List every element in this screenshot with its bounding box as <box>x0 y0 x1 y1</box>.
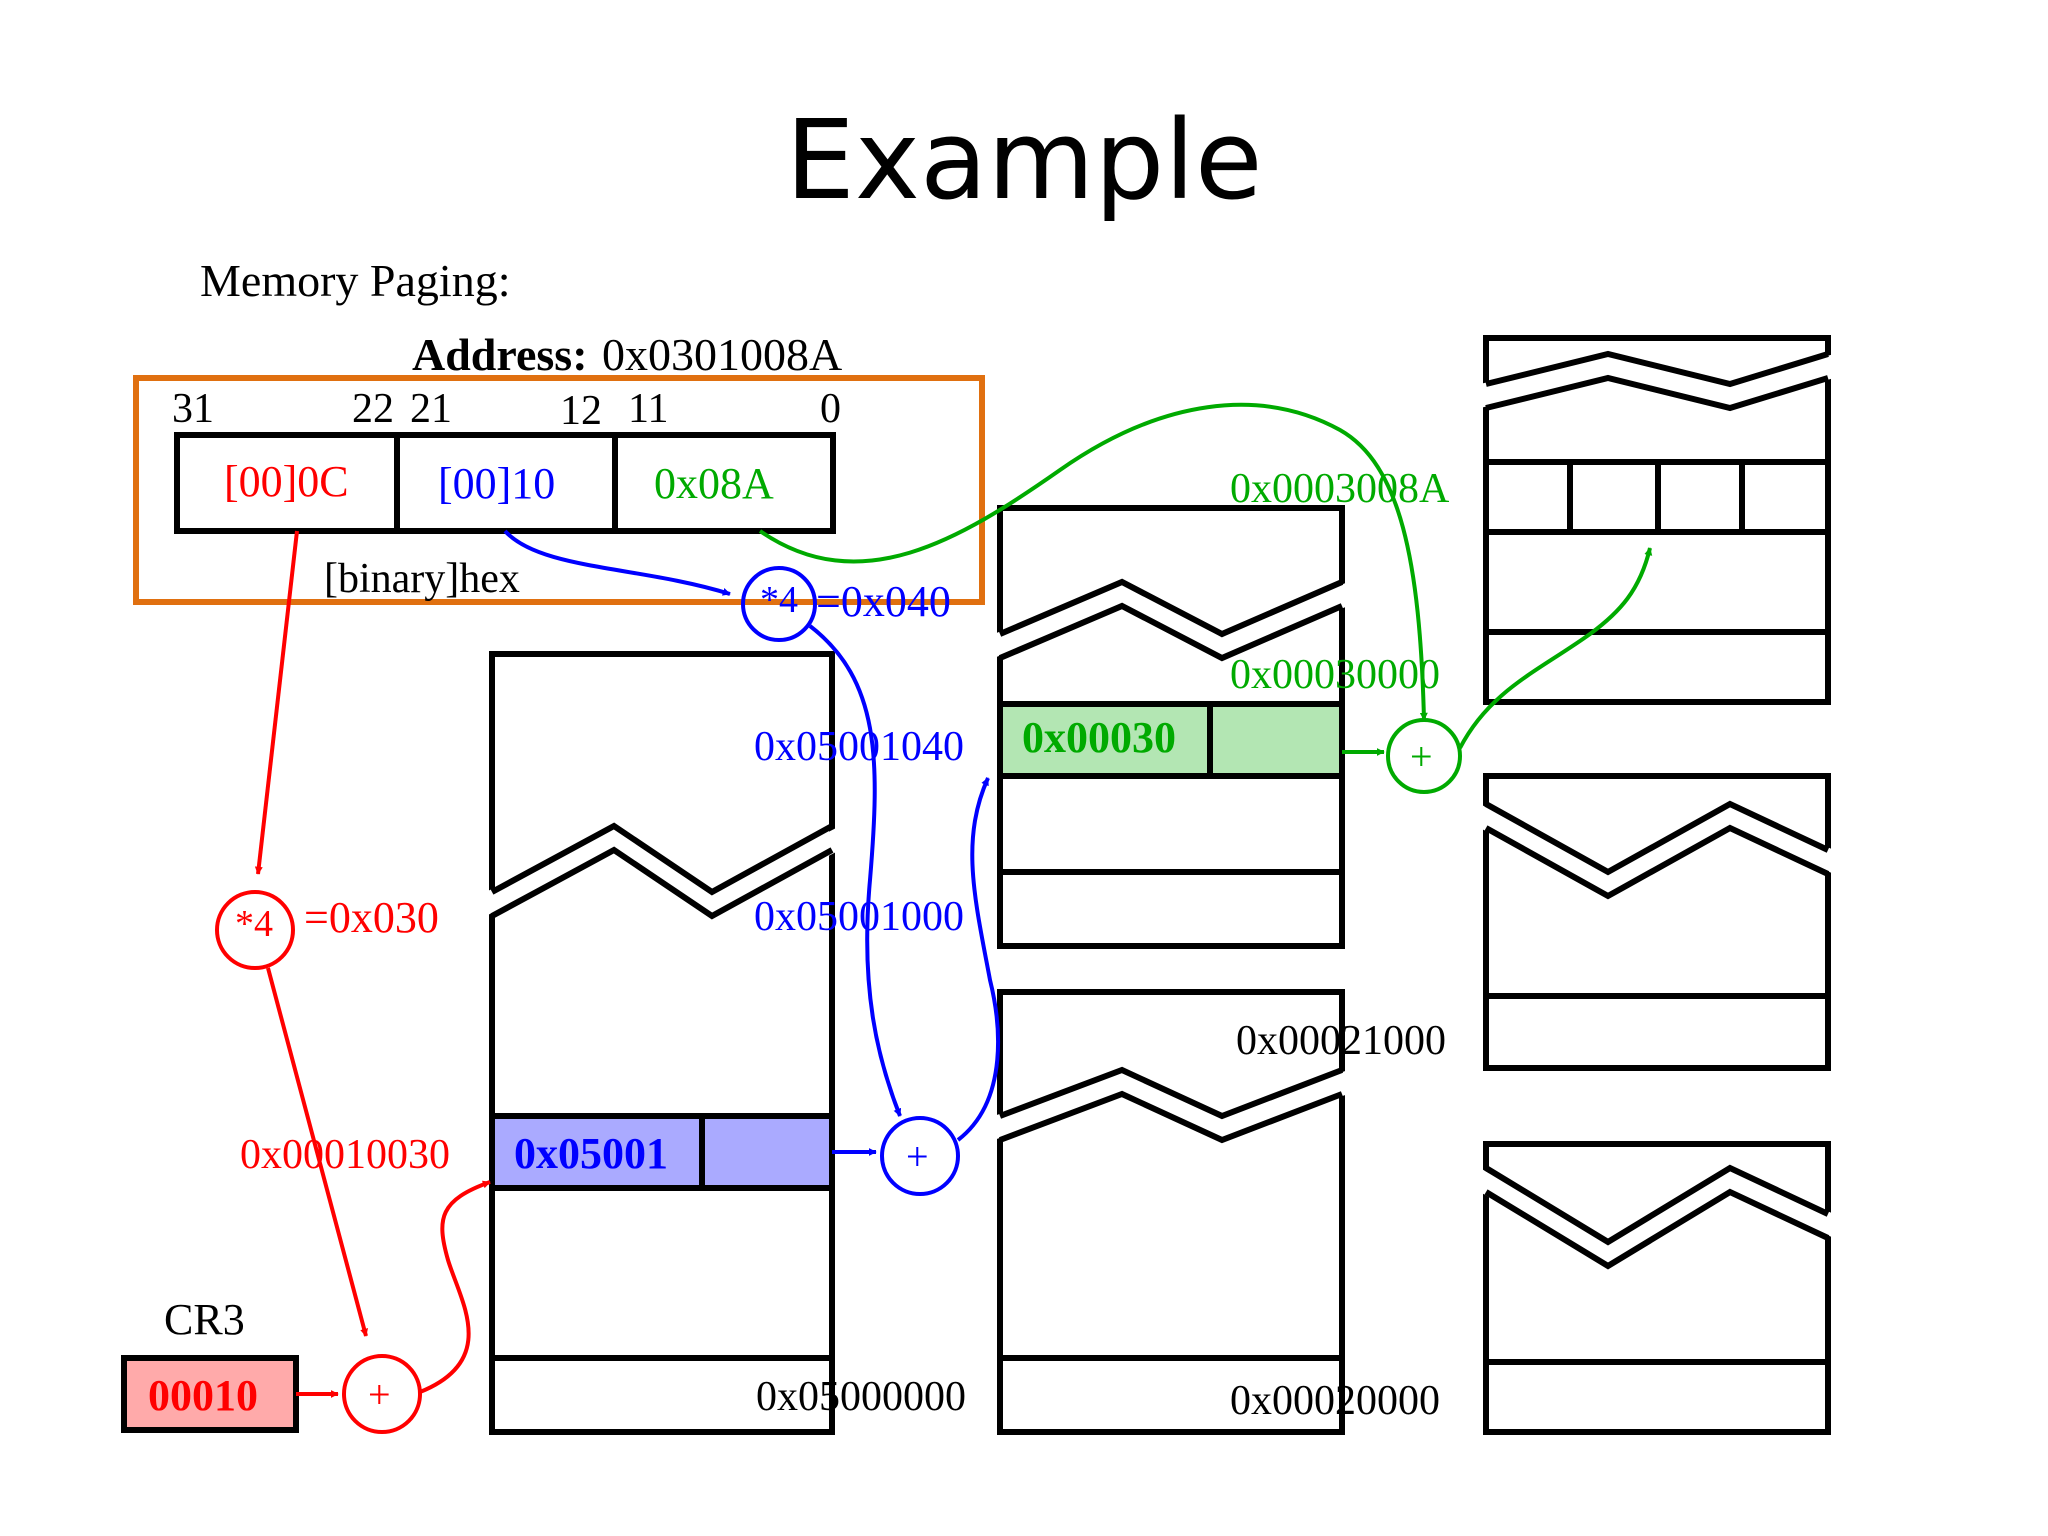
red-sum-node <box>342 1354 422 1434</box>
page-directory-entry-value: 0x05001 <box>514 1129 668 1178</box>
table-entry-address: 0x05001040 <box>754 724 964 770</box>
table-base-address: 0x05000000 <box>756 1374 966 1420</box>
page-table-entry <box>997 701 1345 779</box>
green-plus: + <box>1410 734 1433 779</box>
page-offset: 0x08A <box>654 459 774 508</box>
encoding-note: [binary]hex <box>324 556 520 602</box>
red-result: =0x030 <box>304 893 439 942</box>
red-arrow-to-directory <box>419 1180 491 1394</box>
bit-label-21: 21 <box>410 386 452 432</box>
frame-block-right-2 <box>1483 773 1831 1071</box>
page-directory-frame <box>489 651 835 1435</box>
cr3-label: CR3 <box>164 1295 245 1344</box>
table-start-address: 0x05001000 <box>754 894 964 940</box>
page-frame-base: 0x00030000 <box>1230 652 1440 698</box>
blue-arrow-index <box>503 529 731 596</box>
frame-address-20000: 0x00020000 <box>1230 1378 1440 1424</box>
table-index: [00]10 <box>438 459 555 508</box>
page-table-entry-value: 0x00030 <box>1022 713 1176 762</box>
red-plus: + <box>368 1372 391 1417</box>
page-table-break <box>994 582 1348 658</box>
blue-arrow-to-sum <box>808 624 902 1117</box>
directory-entry-address: 0x00010030 <box>240 1132 450 1178</box>
bit-label-12: 12 <box>560 388 602 434</box>
bit-label-11: 11 <box>628 386 668 432</box>
frame-block-middle <box>997 989 1345 1435</box>
green-sum-node <box>1386 718 1462 794</box>
bit-label-22: 22 <box>352 386 394 432</box>
physical-address: 0x0003008A <box>1230 466 1450 512</box>
blue-arrow-to-table <box>956 777 1000 1142</box>
green-arrow-to-frame <box>1458 547 1653 749</box>
red-multiplier: *4 <box>235 903 273 945</box>
blue-result: =0x040 <box>816 577 951 626</box>
blue-multiply-node <box>741 566 817 642</box>
frame-block-right-3 <box>1483 1141 1831 1435</box>
directory-index: [00]0C <box>224 457 349 506</box>
cr3-register <box>121 1355 299 1433</box>
bit-label-31: 31 <box>172 386 214 432</box>
green-arrow-offset <box>758 402 1428 721</box>
blue-multiplier: *4 <box>760 579 798 621</box>
blue-plus: + <box>906 1134 929 1179</box>
highlight-box <box>133 375 985 605</box>
cr3-value: 00010 <box>148 1371 258 1420</box>
address-field-directory <box>174 432 400 534</box>
slide-title: Example <box>785 96 1263 224</box>
address-label: Address: <box>412 329 588 380</box>
red-arrow-index <box>254 530 299 875</box>
red-multiply-node <box>215 890 295 970</box>
blue-sum-node <box>880 1116 960 1196</box>
address-value: 0x0301008A <box>602 329 842 380</box>
diagram-heading: Memory Paging: <box>200 255 510 306</box>
bit-label-0: 0 <box>820 386 841 432</box>
red-arrow-to-sum <box>266 967 369 1337</box>
frame-address-21000: 0x00021000 <box>1236 1018 1446 1064</box>
address-field-offset <box>612 432 836 534</box>
